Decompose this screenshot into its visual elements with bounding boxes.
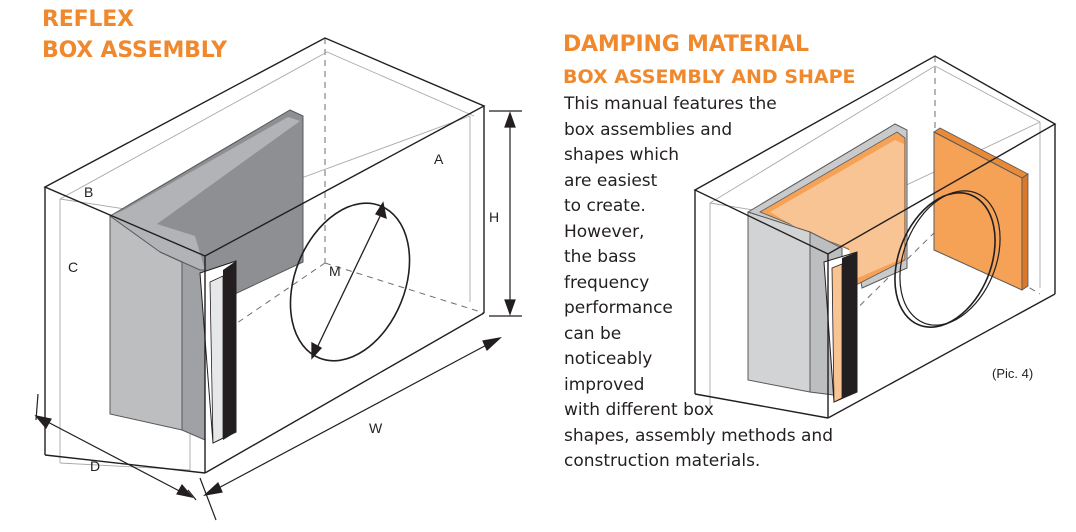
body-line: noticeably (564, 349, 653, 369)
grey-baffle (109, 109, 304, 441)
body-line: performance (564, 298, 673, 318)
damping-box-drawing (693, 55, 1057, 419)
picture-caption: (Pic. 4) (992, 366, 1034, 381)
label-d: D (90, 458, 100, 474)
woofer-opening-rim (899, 190, 1001, 326)
woofer-opening-right (894, 192, 996, 328)
label-h: H (489, 209, 499, 225)
d-dimension-arrow (34, 393, 197, 501)
w-dimension-arrow (199, 337, 502, 521)
label-c: C (68, 259, 78, 275)
description-paragraph: This manual features the box assemblies … (564, 92, 894, 475)
damping-panel (933, 127, 1029, 291)
body-line: box assemblies and (564, 119, 733, 140)
body-line: are easiest (564, 170, 658, 191)
port-slot (199, 260, 237, 444)
body-line: shapes which (564, 145, 680, 165)
body-line: to create. (564, 196, 646, 216)
right-title: DAMPING MATERIAL (563, 32, 809, 57)
body-line: construction materials. (564, 451, 761, 471)
body-line: with different box (564, 400, 714, 420)
body-line: However, (564, 221, 645, 242)
body-line: can be (564, 323, 622, 344)
label-a: A (434, 151, 444, 167)
body-line: improved (564, 374, 645, 395)
lined-baffle (746, 123, 908, 397)
body-line: This manual features the (564, 94, 777, 114)
body-line: the bass (564, 247, 637, 267)
right-subtitle: BOX ASSEMBLY AND SHAPE (563, 66, 856, 88)
port-slot-right (823, 251, 858, 403)
m-dimension-arrow (311, 201, 387, 360)
h-dimension-arrow (489, 110, 522, 317)
box-outline-right (693, 55, 1057, 419)
label-m: M (329, 263, 341, 279)
body-line: frequency (564, 272, 650, 293)
reflex-box-drawing: A B C H M W D (34, 37, 522, 521)
body-line: shapes, assembly methods and (564, 425, 833, 446)
box-outline (43, 37, 486, 474)
label-b: B (84, 184, 93, 200)
label-w: W (369, 420, 383, 436)
left-title-line-1: REFLEX (42, 7, 134, 32)
left-title-line-2: BOX ASSEMBLY (42, 38, 227, 63)
